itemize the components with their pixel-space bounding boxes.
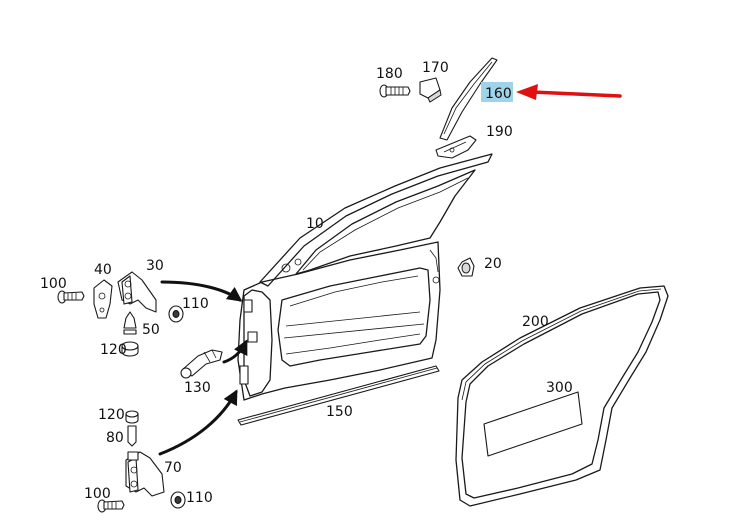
- label-160: 160: [485, 86, 512, 102]
- label-50: 50: [142, 322, 160, 338]
- part-200-door-seal[interactable]: [455, 285, 669, 507]
- part-150-sill-strip[interactable]: [237, 365, 440, 426]
- label-130: 130: [184, 380, 211, 396]
- part-300-foil[interactable]: [483, 391, 583, 457]
- part-100-bolt-bottom[interactable]: [97, 499, 125, 513]
- part-50-pin[interactable]: [123, 311, 137, 335]
- label-70: 70: [164, 460, 182, 476]
- callout-arrow-hinge-top: [160, 280, 243, 302]
- red-arrow-icon: [516, 84, 622, 100]
- label-120-bottom: 120: [98, 407, 125, 423]
- part-30-hinge-top[interactable]: [117, 271, 157, 313]
- part-120-bushing-bottom[interactable]: [125, 410, 139, 424]
- callout-arrow-check: [222, 339, 248, 364]
- part-70-hinge-bottom[interactable]: [125, 451, 165, 497]
- label-20: 20: [484, 256, 502, 272]
- label-160-highlight: [481, 82, 513, 102]
- part-110-nut-bottom[interactable]: [170, 491, 186, 509]
- label-110-bottom: 110: [186, 490, 213, 506]
- label-150: 150: [326, 404, 353, 420]
- label-30: 30: [146, 258, 164, 274]
- callout-arrow-hinge-bottom: [158, 389, 238, 456]
- part-120-bushing-top[interactable]: [121, 341, 139, 357]
- label-100-bottom: 100: [84, 486, 111, 502]
- door-shell[interactable]: [237, 153, 493, 401]
- part-170-clip[interactable]: [419, 77, 442, 103]
- label-40: 40: [94, 262, 112, 278]
- part-160-window-trim[interactable]: [439, 57, 498, 141]
- label-300: 300: [546, 380, 573, 396]
- label-190: 190: [486, 124, 513, 140]
- part-130-door-check[interactable]: [180, 349, 223, 379]
- label-120-top: 120: [100, 342, 127, 358]
- label-180: 180: [376, 66, 403, 82]
- part-40-hinge-top-left[interactable]: [93, 279, 113, 319]
- part-100-bolt-top[interactable]: [57, 290, 85, 304]
- part-190-mirror-cover[interactable]: [435, 135, 477, 159]
- label-10: 10: [306, 216, 324, 232]
- label-80: 80: [106, 430, 124, 446]
- part-80-pin[interactable]: [127, 425, 137, 447]
- part-20-grommet[interactable]: [457, 257, 475, 277]
- part-110-nut-top[interactable]: [168, 305, 184, 323]
- label-100-top: 100: [40, 276, 67, 292]
- label-200: 200: [522, 314, 549, 330]
- label-170: 170: [422, 60, 449, 76]
- part-180-screw[interactable]: [379, 84, 411, 98]
- label-110-top: 110: [182, 296, 209, 312]
